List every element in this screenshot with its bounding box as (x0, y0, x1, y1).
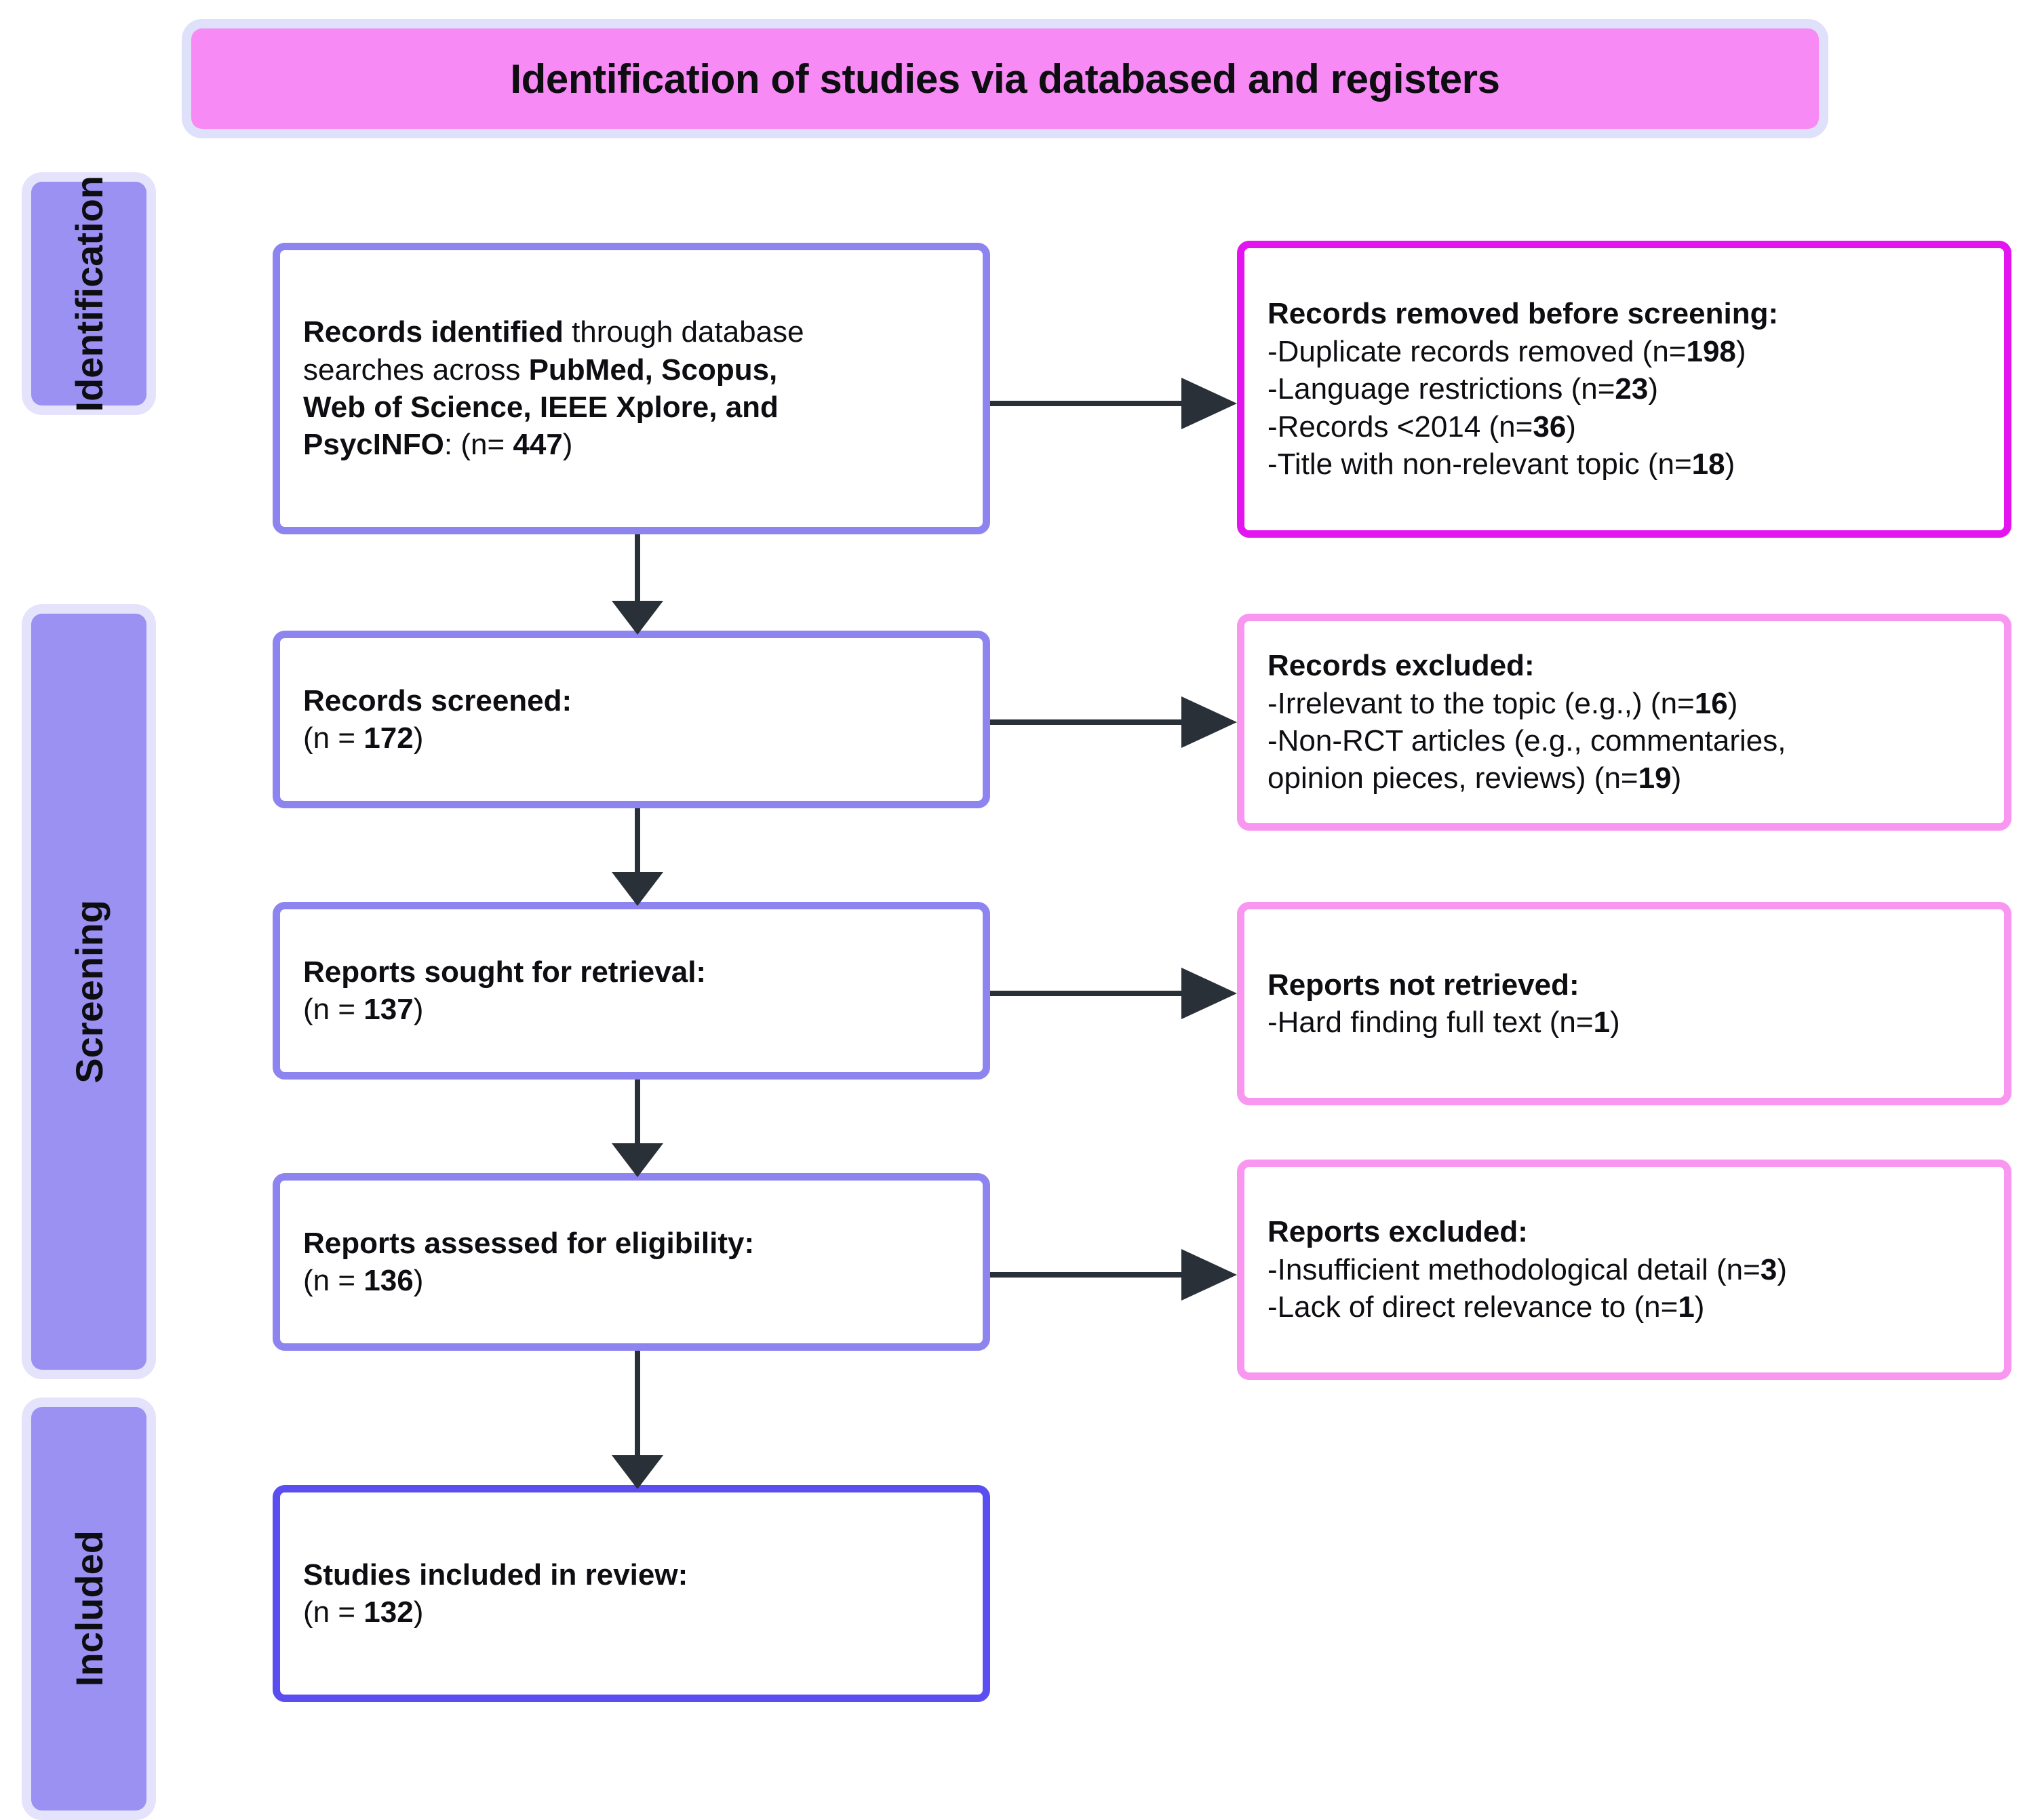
reports-assessed-head: Reports assessed for eligibility: (303, 1226, 755, 1260)
box-records-identified: Records identified through database sear… (273, 243, 990, 534)
studies-included-head: Studies included in review: (303, 1558, 688, 1591)
records-identified-line-1: Records identified through database (303, 315, 804, 349)
records-excluded-head: Records excluded: (1267, 649, 1535, 683)
records-excluded-item-2b: opinion pieces, reviews) (n=19) (1267, 761, 1682, 795)
stage-band-included: Included (31, 1407, 146, 1811)
box-studies-included: Studies included in review: (n = 132) (273, 1485, 990, 1702)
records-removed-head: Records removed before screening: (1267, 297, 1779, 331)
records-excluded-item-1: -Irrelevant to the topic (e.g.,) (n=16) (1267, 686, 1738, 720)
box-reports-excluded: Reports excluded: -Insufficient methodol… (1237, 1160, 2011, 1380)
diagram-title: Identification of studies via databased … (510, 56, 1500, 102)
arrow-screened-to-excluded (990, 688, 1241, 756)
reports-sought-count: (n = 137) (303, 993, 424, 1026)
box-records-removed: Records removed before screening: -Dupli… (1237, 241, 2011, 538)
stage-band-screening: Screening (31, 614, 146, 1370)
stage-label-included: Included (67, 1530, 111, 1687)
arrow-sought-to-assessed (597, 1080, 678, 1179)
reports-excluded-item-2: -Lack of direct relevance to (n=1) (1267, 1290, 1705, 1324)
records-screened-count: (n = 172) (303, 721, 424, 755)
box-reports-not-retrieved: Reports not retrieved: -Hard finding ful… (1237, 902, 2011, 1105)
records-removed-item-4: -Title with non-relevant topic (n=18) (1267, 448, 1735, 481)
studies-included-count: (n = 132) (303, 1596, 424, 1629)
records-removed-item-3: -Records <2014 (n=36) (1267, 410, 1576, 443)
records-screened-head: Records screened: (303, 684, 572, 717)
arrow-assessed-to-included (597, 1351, 678, 1490)
records-excluded-item-2a: -Non-RCT articles (e.g., commentaries, (1267, 724, 1786, 757)
arrow-sought-to-not-retrieved (990, 960, 1241, 1027)
box-reports-assessed: Reports assessed for eligibility: (n = 1… (273, 1173, 990, 1351)
box-reports-sought: Reports sought for retrieval: (n = 137) (273, 902, 990, 1080)
arrow-screened-to-sought (597, 808, 678, 907)
records-identified-line-2: searches across PubMed, Scopus, (303, 353, 778, 387)
reports-not-retrieved-head: Reports not retrieved: (1267, 968, 1579, 1002)
arrow-identified-to-screened (597, 534, 678, 636)
reports-sought-head: Reports sought for retrieval: (303, 955, 707, 989)
stage-band-identification: Identification (31, 176, 146, 412)
reports-not-retrieved-item-1: -Hard finding full text (n=1) (1267, 1006, 1620, 1039)
diagram-title-banner: Identification of studies via databased … (191, 28, 1819, 129)
records-removed-item-1: -Duplicate records removed (n=198) (1267, 334, 1746, 368)
box-records-screened: Records screened: (n = 172) (273, 631, 990, 808)
records-identified-line-3: Web of Science, IEEE Xplore, and (303, 391, 779, 424)
stage-label-identification: Identification (67, 175, 111, 412)
reports-excluded-item-1: -Insufficient methodological detail (n=3… (1267, 1252, 1787, 1286)
stage-label-screening: Screening (67, 900, 111, 1084)
box-records-excluded: Records excluded: -Irrelevant to the top… (1237, 614, 2011, 831)
arrow-identified-to-removed (990, 370, 1241, 437)
arrow-assessed-to-reports-excluded (990, 1241, 1241, 1309)
records-removed-item-2: -Language restrictions (n=23) (1267, 372, 1659, 406)
reports-assessed-count: (n = 136) (303, 1264, 424, 1297)
records-identified-line-4: PsycINFO: (n= 447) (303, 428, 573, 462)
reports-excluded-head: Reports excluded: (1267, 1215, 1528, 1249)
